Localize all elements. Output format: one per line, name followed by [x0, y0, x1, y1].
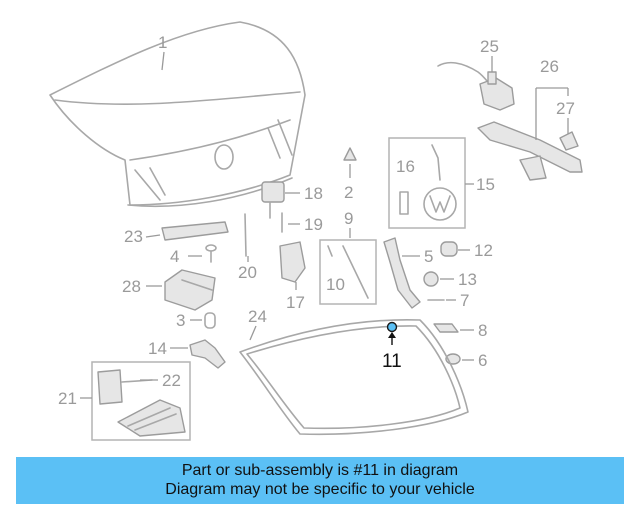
callout-23: 23: [124, 227, 143, 246]
latch-actuator: [261, 181, 285, 219]
trim-strip: [161, 221, 229, 241]
callout-19: 19: [304, 215, 323, 234]
info-banner: Part or sub-assembly is #11 in diagram D…: [16, 457, 624, 504]
emblem: [399, 144, 457, 221]
screw: [205, 244, 217, 263]
lift-support: [327, 245, 369, 299]
callout-7: 7: [460, 291, 469, 310]
lock-assembly: [97, 369, 186, 437]
callout-11: 11: [382, 351, 402, 372]
callout-6: 6: [478, 351, 487, 370]
callout-4: 4: [170, 247, 179, 266]
trunk-hinge: [477, 121, 583, 181]
arrow-11: [388, 332, 396, 338]
sub-assembly-box-21: [91, 361, 191, 441]
callout-9: 9: [344, 209, 353, 228]
callout-1: 1: [158, 33, 167, 52]
parts-diagram: 1 23 4 28 3 14 22 21 18 19: [49, 21, 583, 441]
trunk-lid: [49, 21, 306, 208]
nut: [423, 271, 439, 287]
sub-assembly-box-15: [388, 137, 466, 229]
highlighted-part-11: [386, 321, 398, 333]
callout-3: 3: [176, 311, 185, 330]
bump-stop: [343, 147, 357, 161]
callout-25: 25: [480, 37, 499, 56]
callout-21: 21: [58, 389, 77, 408]
callout-26: 26: [540, 57, 559, 76]
lock-cylinder: [437, 61, 515, 111]
callout-15: 15: [476, 175, 495, 194]
banner-line-1: Part or sub-assembly is #11 in diagram: [181, 462, 459, 479]
callout-2: 2: [344, 183, 353, 202]
callout-14: 14: [148, 339, 167, 358]
callout-18: 18: [304, 184, 323, 203]
callout-8: 8: [478, 321, 487, 340]
sub-assembly-box-9: [319, 239, 377, 305]
latch: [279, 241, 306, 283]
callout-22: 22: [162, 371, 181, 390]
trunk-weatherstrip: [239, 318, 469, 436]
callout-27: 27: [556, 99, 575, 118]
grommet: [440, 241, 458, 257]
hinge-bracket: [189, 339, 226, 369]
callout-28: 28: [122, 277, 141, 296]
callout-5: 5: [424, 247, 433, 266]
callout-10: 10: [326, 275, 345, 294]
seal-clip: [433, 323, 459, 333]
callout-16: 16: [396, 157, 415, 176]
callout-17: 17: [286, 293, 305, 312]
hinge-arm: [383, 237, 421, 309]
callout-24: 24: [248, 307, 267, 326]
callout-12: 12: [474, 241, 493, 260]
clip: [204, 312, 216, 329]
callout-20: 20: [238, 263, 257, 282]
control-module: [164, 269, 216, 311]
banner-line-2: Diagram may not be specific to your vehi…: [165, 481, 475, 498]
release-rod: [244, 213, 247, 257]
callout-13: 13: [458, 270, 477, 289]
